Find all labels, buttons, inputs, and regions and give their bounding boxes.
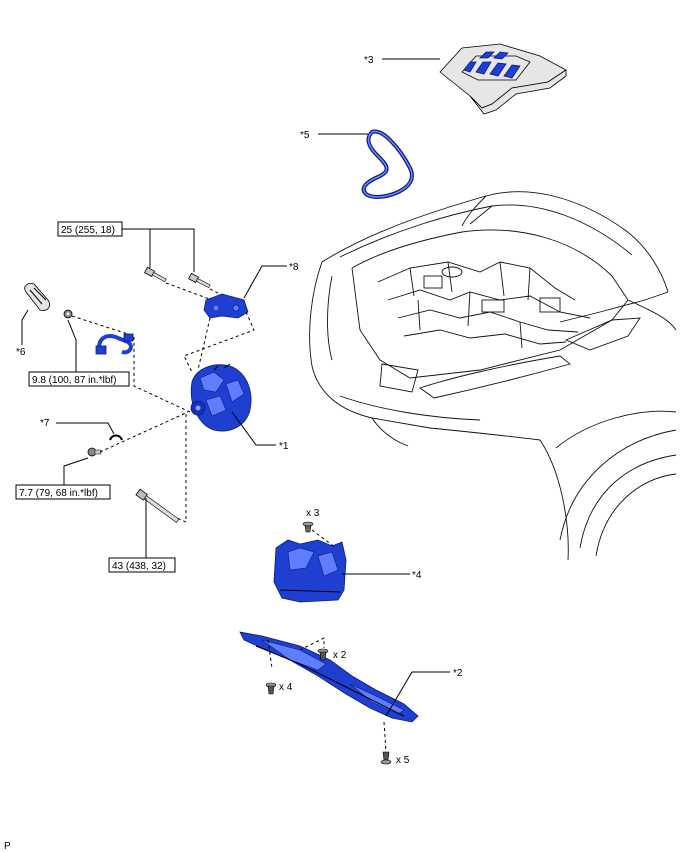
alternator-part: [190, 363, 252, 432]
quantity-x3: x 3: [306, 508, 320, 519]
wire-harness-part: [95, 333, 134, 355]
belt-adjuster-clip: [109, 434, 123, 441]
torque-25: 25 (255, 18): [61, 225, 115, 236]
lower-cover-screw-x2: [317, 648, 329, 661]
callout-6: *6: [16, 347, 26, 358]
lower-under-cover-part: [239, 631, 419, 723]
engine-under-cover-part: [273, 539, 347, 603]
alternator-long-bolt: [135, 488, 180, 523]
callout-4: *4: [412, 570, 422, 581]
torque-9-8: 9.8 (100, 87 in.*lbf): [32, 375, 117, 386]
figure-code: P: [4, 841, 11, 852]
alternator-bracket-part: [203, 293, 249, 319]
engine-cover-part: [439, 43, 567, 115]
callout-5: *5: [300, 130, 310, 141]
torque-7-7: 7.7 (79, 68 in.*lbf): [19, 488, 98, 499]
callout-3: *3: [364, 55, 374, 66]
lower-cover-screw-x4: [265, 682, 277, 695]
quantity-x2: x 2: [333, 650, 347, 661]
lower-cover-screw-x5: [380, 751, 392, 765]
bracket-bolts: [120, 228, 241, 305]
terminal-nut: [63, 309, 73, 319]
callout-7: *7: [40, 418, 50, 429]
callout-8: *8: [289, 262, 299, 273]
terminal-cap-part: [24, 283, 50, 311]
torque-43: 43 (438, 32): [112, 561, 166, 572]
callout-2: *2: [453, 668, 463, 679]
callout-1: *1: [279, 441, 289, 452]
drive-belt-part: [361, 129, 414, 199]
cover-screw-x3: [302, 521, 314, 533]
quantity-x5: x 5: [396, 755, 410, 766]
quantity-x4: x 4: [279, 682, 293, 693]
vehicle-outline: [309, 191, 677, 561]
adjuster-bolt: [87, 447, 102, 457]
